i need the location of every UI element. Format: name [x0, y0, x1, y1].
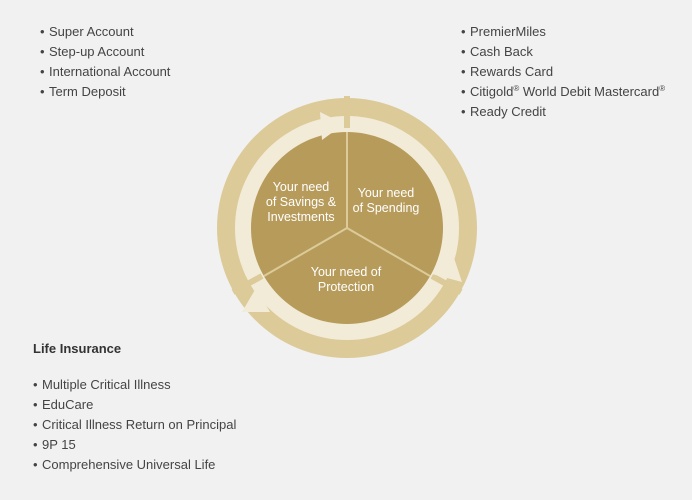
list-item: Critical Illness Return on Principal: [33, 415, 236, 435]
band-gap-right: [430, 273, 463, 295]
list-item: 9P 15: [33, 435, 236, 455]
citigold-label: Citigold: [470, 84, 514, 99]
spending-segment-line-2: of Spending: [353, 201, 420, 215]
list-item: International Account: [40, 62, 170, 82]
spending-product-list: PremierMiles Cash Back Rewards Card Citi…: [461, 22, 665, 122]
list-item: Step-up Account: [40, 42, 170, 62]
list-item: PremierMiles: [461, 22, 665, 42]
list-item: Comprehensive Universal Life: [33, 455, 236, 475]
list-item: Super Account: [40, 22, 170, 42]
list-item: Multiple Critical Illness: [33, 375, 236, 395]
savings-segment-line-1: Your need: [273, 180, 330, 194]
savings-product-list: Super Account Step-up Account Internatio…: [40, 22, 170, 102]
savings-segment-line-2: of Savings &: [266, 195, 337, 209]
savings-segment-line-3: Investments: [267, 210, 334, 224]
list-item: Term Deposit: [40, 82, 170, 102]
list-item: Rewards Card: [461, 62, 665, 82]
protection-segment-line-2: Protection: [318, 280, 374, 294]
arrow-head-left-icon: [242, 288, 270, 312]
arrow-head-top-icon: [320, 112, 344, 140]
card-name-label: World Debit Mastercard: [519, 84, 660, 99]
divider-left: [263, 227, 348, 277]
registered-mark: ®: [659, 84, 666, 93]
divider-right: [346, 227, 431, 277]
arrow-head-right-icon: [432, 252, 462, 282]
list-item: EduCare: [33, 395, 236, 415]
protection-product-list: Multiple Critical Illness EduCare Critic…: [33, 375, 236, 475]
band-gap-left: [231, 273, 264, 295]
spending-segment-line-1: Your need: [358, 186, 415, 200]
life-insurance-heading: Life Insurance: [33, 341, 122, 356]
registered-mark: ®: [513, 84, 520, 93]
list-item-citigold-card: Citigold® World Debit Mastercard®: [461, 82, 665, 102]
list-item: Ready Credit: [461, 102, 665, 122]
protection-segment-line-1: Your need of: [311, 265, 382, 279]
list-item: Cash Back: [461, 42, 665, 62]
